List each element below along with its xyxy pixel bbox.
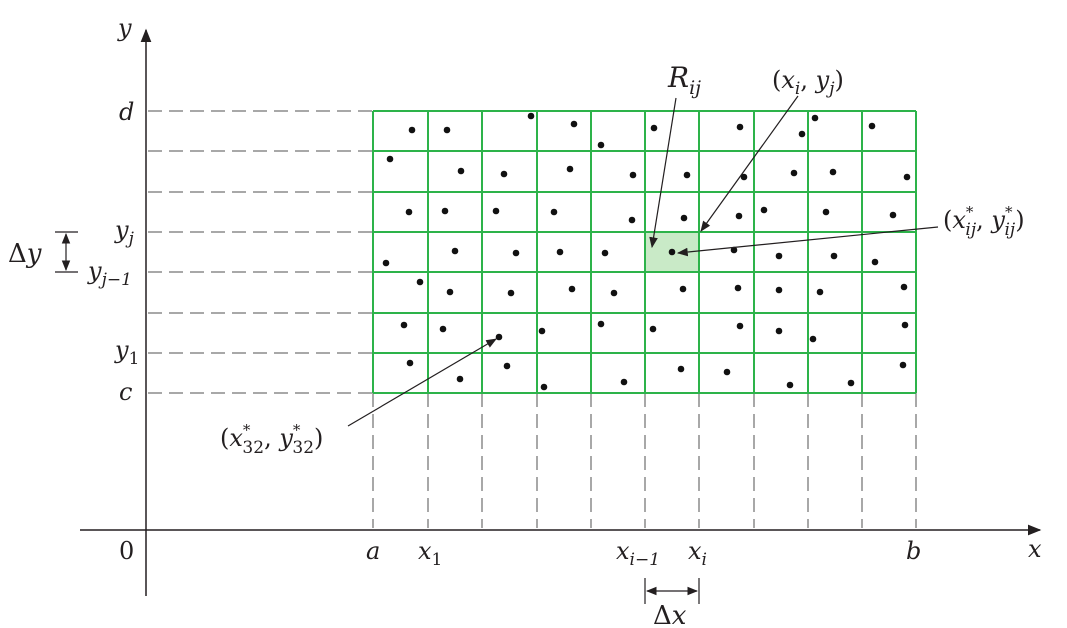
sample-point — [610, 289, 618, 297]
pointer-xi-yj — [700, 95, 799, 232]
sample-point — [601, 249, 609, 257]
label-c: c — [119, 378, 132, 406]
sample-point — [495, 333, 503, 341]
sample-point — [736, 123, 744, 131]
sample-point — [405, 208, 413, 216]
label-y-j-minus-1: yj−1 — [87, 257, 132, 290]
sample-point — [439, 325, 447, 333]
sample-point — [382, 259, 390, 267]
label-xi-yj: (xi, yj) — [772, 66, 844, 99]
sample-point — [457, 167, 465, 175]
sample-point — [668, 248, 676, 256]
sample-point — [386, 155, 394, 163]
sample-point — [900, 283, 908, 291]
sample-point — [679, 285, 687, 293]
label-d: d — [119, 98, 134, 126]
sample-point — [568, 285, 576, 293]
sample-points — [382, 112, 911, 391]
sample-point — [889, 211, 897, 219]
sample-point — [677, 365, 685, 373]
sample-point — [408, 126, 416, 134]
x-axis-label: x — [1028, 535, 1042, 563]
sample-point — [500, 170, 508, 178]
sample-point — [507, 289, 515, 297]
sample-point — [901, 321, 909, 329]
sample-point — [556, 248, 564, 256]
sample-point — [847, 379, 855, 387]
sample-point — [597, 320, 605, 328]
sample-point — [775, 252, 783, 260]
sample-point — [871, 258, 879, 266]
delta-x-label: Δx — [653, 601, 687, 628]
sample-point — [416, 278, 424, 286]
label-y-j: yj — [114, 216, 135, 249]
sample-point — [492, 207, 500, 215]
sample-point — [798, 130, 806, 138]
sample-point — [730, 246, 738, 254]
sample-point — [650, 124, 658, 132]
pointer-star-ij — [676, 226, 939, 257]
sample-point — [809, 335, 817, 343]
delta-x-marker: Δx — [644, 578, 700, 628]
label-a: a — [366, 537, 380, 565]
sample-point — [760, 206, 768, 214]
sample-point — [566, 165, 574, 173]
label-y-1: y1 — [114, 336, 139, 369]
label-r-ij: Rij — [667, 61, 701, 99]
sample-point — [830, 252, 838, 260]
sample-point — [735, 212, 743, 220]
sample-point — [550, 208, 558, 216]
sample-point — [512, 249, 520, 257]
label-star-ij: (x*ij, y*ij) — [943, 203, 1025, 240]
sample-point — [811, 114, 819, 122]
y-axis-label: y — [117, 14, 132, 42]
label-x-1: x1 — [418, 537, 442, 570]
label-x-i-minus-1: xi−1 — [616, 537, 660, 570]
sample-point — [822, 208, 830, 216]
sample-point — [734, 284, 742, 292]
delta-y-label: Δy — [8, 239, 42, 269]
sample-point — [649, 325, 657, 333]
sample-point — [829, 168, 837, 176]
pointer-star-32 — [347, 338, 497, 427]
sample-point — [790, 169, 798, 177]
sample-point — [441, 207, 449, 215]
sample-point — [400, 321, 408, 329]
sample-point — [816, 288, 824, 296]
sample-point — [456, 375, 464, 383]
sample-point — [538, 327, 546, 335]
sample-point — [775, 286, 783, 294]
origin-label: 0 — [119, 537, 134, 565]
sample-point — [868, 122, 876, 130]
sample-point — [527, 112, 535, 120]
sample-point — [451, 247, 459, 255]
rectangle-grid — [372, 110, 917, 394]
dashed-guide-lines — [148, 110, 917, 528]
sample-point — [723, 368, 731, 376]
sample-point — [899, 361, 907, 369]
label-star-32: (x*32, y*32) — [220, 421, 323, 458]
sample-point — [503, 362, 511, 370]
pointer-r-ij — [649, 97, 677, 249]
sample-point — [680, 214, 688, 222]
sample-point — [740, 173, 748, 181]
sample-point — [736, 322, 744, 330]
sample-point — [443, 126, 451, 134]
sample-point — [620, 378, 628, 386]
sample-point — [406, 359, 414, 367]
sample-point — [629, 171, 637, 179]
sample-point — [786, 381, 794, 389]
sample-point — [683, 171, 691, 179]
sample-point — [446, 288, 454, 296]
sample-point — [903, 173, 911, 181]
label-b: b — [906, 537, 921, 565]
sample-point — [597, 141, 605, 149]
sample-point — [628, 216, 636, 224]
label-x-i: xi — [688, 537, 707, 570]
sample-point — [540, 383, 548, 391]
sample-point — [570, 120, 578, 128]
sample-point — [775, 327, 783, 335]
delta-y-marker: Δy — [8, 231, 78, 273]
